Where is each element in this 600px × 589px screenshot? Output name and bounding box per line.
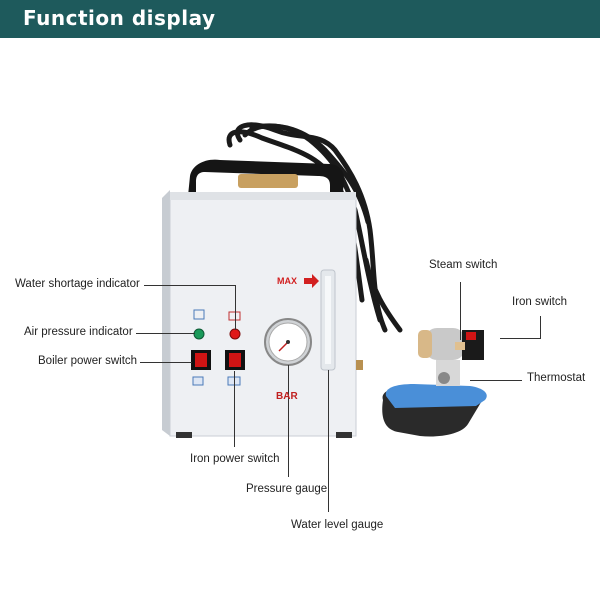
leader-iron-switch-v [540,316,541,339]
pressure-gauge-hub [286,340,290,344]
water-shortage-indicator-lamp [229,328,241,340]
page-title: Function display [23,6,216,30]
brass-fittings [238,174,298,188]
boiler-switch-icon [192,376,204,386]
steam-switch-button[interactable] [455,342,465,350]
label-pressure-gauge: Pressure gauge [246,483,328,495]
leader-water-shortage-h [144,285,236,286]
leader-steam-switch [460,282,461,340]
label-air-pressure-indicator: Air pressure indicator [24,326,133,338]
leader-water-level [328,370,329,512]
leader-iron-switch [234,371,235,447]
page-header: Function display [0,0,600,38]
pressure-gauge-needle [278,341,289,352]
iron-switch-button[interactable] [466,332,476,340]
label-iron-power-switch: Iron power switch [190,453,280,465]
box-top-edge [170,192,356,200]
leader-iron-switch-h [500,338,540,339]
bar-label: BAR [276,391,298,402]
leader-pressure-gauge [288,365,289,477]
leader-air-pressure [136,333,195,334]
air-pressure-indicator-lamp [193,328,205,340]
label-iron-switch: Iron switch [512,296,567,308]
carry-handle [188,159,345,200]
box-side-panel [162,190,170,436]
leader-water-shortage-v [235,285,236,330]
steam-iron [382,328,487,437]
max-label: MAX [277,276,297,286]
foot-right [336,432,352,438]
iron-shoe [385,384,487,408]
thermostat-knob[interactable] [438,372,450,384]
label-steam-switch: Steam switch [429,259,498,271]
leader-boiler-switch [140,362,192,363]
iron-switch-rocker [229,353,241,367]
iron-cork-grip [418,330,432,358]
label-water-level-gauge: Water level gauge [291,519,384,531]
water-level-glass [325,276,331,364]
max-arrow-icon [304,274,319,288]
label-thermostat: Thermostat [527,372,586,384]
label-water-shortage-indicator: Water shortage indicator [15,278,140,290]
iron-handle [425,328,465,360]
foot-left [176,432,192,438]
label-boiler-power-switch: Boiler power switch [38,355,138,367]
heat-icon [228,311,241,321]
boiler-switch-rocker [195,353,207,367]
water-icon [193,309,205,320]
leader-thermostat [470,380,522,381]
drain-valve [356,360,363,370]
